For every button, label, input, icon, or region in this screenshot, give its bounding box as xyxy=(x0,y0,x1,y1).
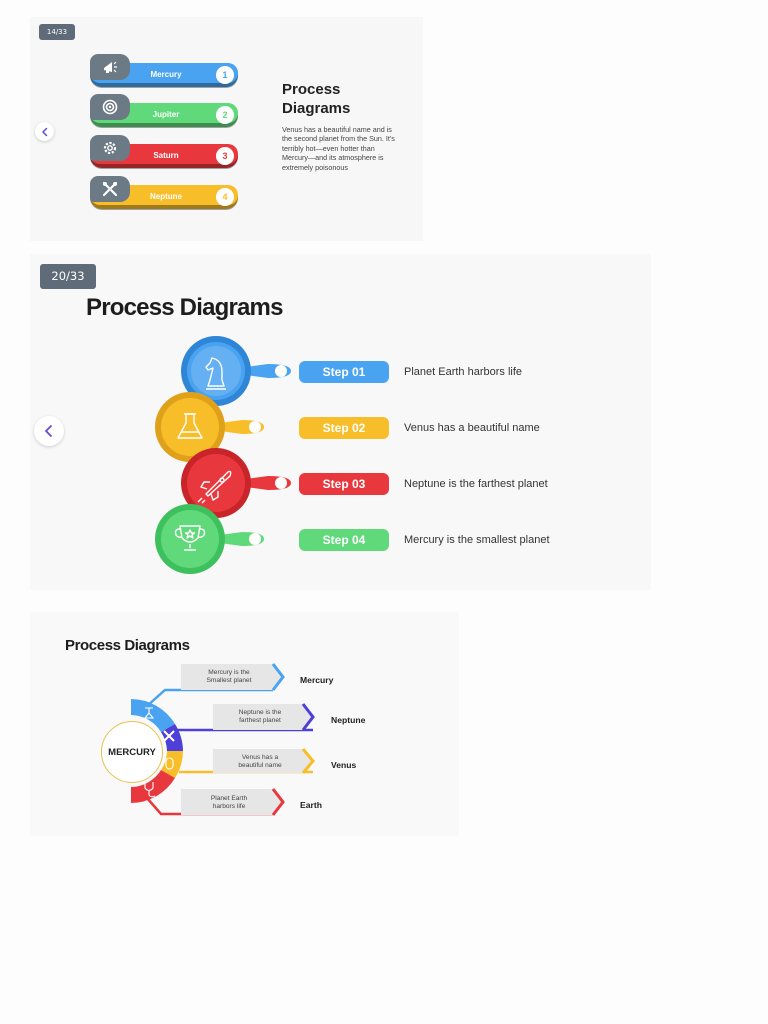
item-label: Mercury xyxy=(150,70,182,79)
radial-process-graphic xyxy=(131,663,315,816)
list-item-saturn: Saturn 3 xyxy=(90,135,240,171)
step-01-label: Step 01 xyxy=(299,361,389,383)
step-03-node xyxy=(181,448,291,518)
box-venus xyxy=(213,749,313,773)
item-label: Neptune xyxy=(150,192,182,201)
chevron-left-icon xyxy=(45,425,52,437)
beaker-icon xyxy=(143,707,155,719)
step-04-node xyxy=(155,504,264,574)
step-02-text: Venus has a beautiful name xyxy=(404,422,540,434)
step-03-label: Step 03 xyxy=(299,473,389,495)
target-icon xyxy=(102,99,118,115)
chevron-left-icon xyxy=(41,127,47,136)
label-neptune: Neptune xyxy=(331,715,366,725)
trophy-icon xyxy=(174,525,206,551)
prev-slide-button[interactable] xyxy=(34,416,64,446)
center-label: MERCURY xyxy=(101,721,163,783)
flask-icon xyxy=(177,413,203,439)
step-01-text: Planet Earth harbors life xyxy=(404,366,523,378)
list-item-neptune: Neptune 4 xyxy=(90,176,240,212)
megaphone-icon xyxy=(104,61,117,73)
connector-mercury xyxy=(146,688,273,707)
slide-title: Process Diagrams xyxy=(65,637,190,654)
tools-icon xyxy=(102,181,118,197)
stethoscope-icon xyxy=(144,782,156,798)
list-item-jupiter: Jupiter 2 xyxy=(90,94,240,130)
box-earth xyxy=(181,789,283,815)
step-04-label: Step 04 xyxy=(299,529,389,551)
list-item-mercury: Mercury 1 xyxy=(90,54,240,90)
capsule-icon xyxy=(165,757,174,770)
step-02-label: Step 02 xyxy=(299,417,389,439)
step-03-text: Neptune is the farthest planet xyxy=(404,478,548,490)
icon-tag xyxy=(90,54,130,80)
box-neptune xyxy=(213,704,313,730)
bandage-icon xyxy=(163,730,175,742)
item-number: 2 xyxy=(216,106,234,124)
label-earth: Earth xyxy=(300,800,322,810)
step-04-text: Mercury is the smallest planet xyxy=(404,534,550,546)
rocket-icon xyxy=(197,470,232,504)
label-venus: Venus xyxy=(331,760,357,770)
icon-tag xyxy=(90,135,130,161)
item-number: 3 xyxy=(216,147,234,165)
step-02-node xyxy=(155,392,264,462)
box-mercury xyxy=(181,664,283,690)
process-steps-graphic xyxy=(155,336,291,574)
chess-knight-icon xyxy=(205,357,226,390)
slide-body-text: Venus has a beautiful name and is the se… xyxy=(282,125,395,172)
item-number: 4 xyxy=(216,188,234,206)
prev-slide-button[interactable] xyxy=(35,122,54,141)
item-label: Jupiter xyxy=(152,110,180,119)
item-number: 1 xyxy=(216,66,234,84)
slide-counter-badge: 14/33 xyxy=(39,24,75,40)
slide-title: Process Diagrams xyxy=(86,294,283,321)
slide-counter-badge: 20/33 xyxy=(40,264,96,289)
label-mercury: Mercury xyxy=(300,675,334,685)
gear-icon xyxy=(103,141,117,155)
step-01-node xyxy=(181,336,291,406)
icon-tag xyxy=(90,94,130,120)
item-label: Saturn xyxy=(153,151,179,160)
icon-tag xyxy=(90,176,130,202)
